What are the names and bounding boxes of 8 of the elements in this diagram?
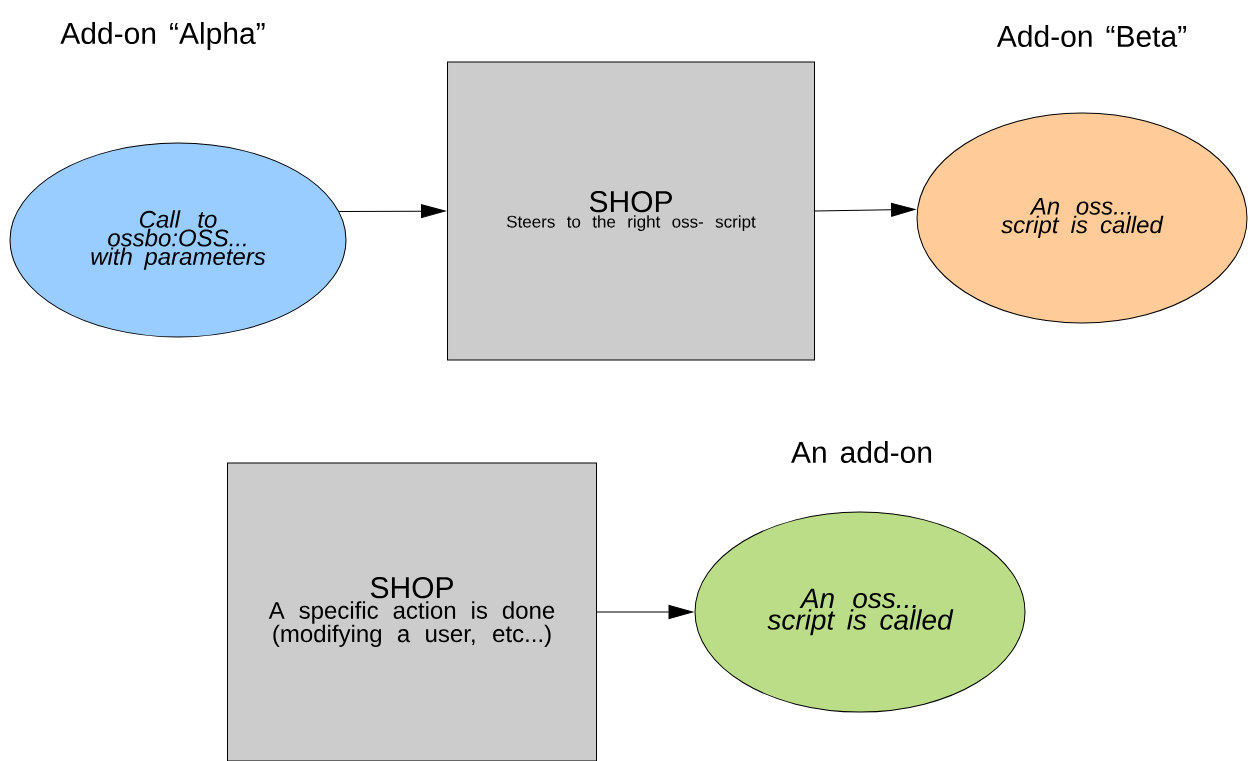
arrow (814, 202, 916, 217)
arrow (596, 605, 694, 619)
process-box: SHOP A specific action is done (modifying a user, etc...) (227, 462, 597, 761)
process-box: SHOP Steers to the right oss- script (447, 61, 815, 361)
arrow (338, 204, 446, 219)
heading: Add-on “Beta” (996, 25, 1187, 47)
heading: Add-on “Alpha” (60, 22, 265, 50)
heading: An add-on (791, 441, 932, 464)
